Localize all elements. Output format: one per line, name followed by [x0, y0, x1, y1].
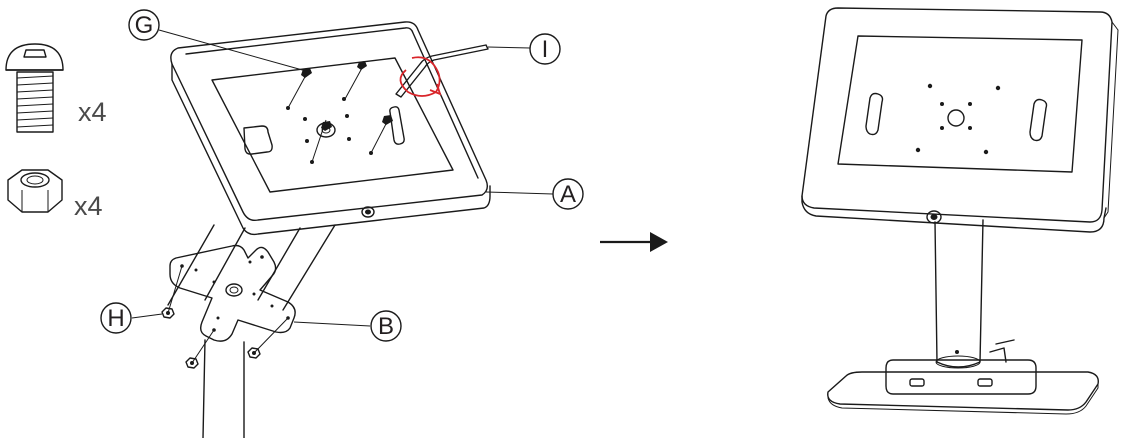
assembled-kiosk-stand	[801, 7, 1119, 415]
nut-quantity: x4	[74, 191, 103, 221]
callout-B: B	[370, 310, 402, 342]
right-arrow-icon	[600, 232, 668, 252]
stand-pole	[167, 224, 336, 438]
svg-text:G: G	[135, 12, 154, 39]
svg-text:H: H	[107, 305, 124, 332]
hex-nut-parts	[161, 265, 289, 369]
rotation-arrow-icon	[399, 56, 442, 97]
callout-I: I	[529, 33, 561, 65]
callout-G: G	[128, 9, 160, 41]
screw-icon	[5, 43, 64, 133]
tablet-enclosure-back	[170, 21, 491, 236]
callout-H: H	[100, 302, 132, 334]
callout-leaders	[131, 29, 554, 327]
hex-nut-icon	[7, 169, 63, 213]
mounting-plate	[169, 244, 296, 342]
callout-A: A	[552, 178, 584, 210]
allen-key	[395, 44, 489, 98]
svg-text:B: B	[378, 313, 394, 340]
svg-text:I: I	[542, 36, 549, 63]
screw-quantity: x4	[78, 97, 107, 127]
svg-text:A: A	[560, 181, 576, 208]
